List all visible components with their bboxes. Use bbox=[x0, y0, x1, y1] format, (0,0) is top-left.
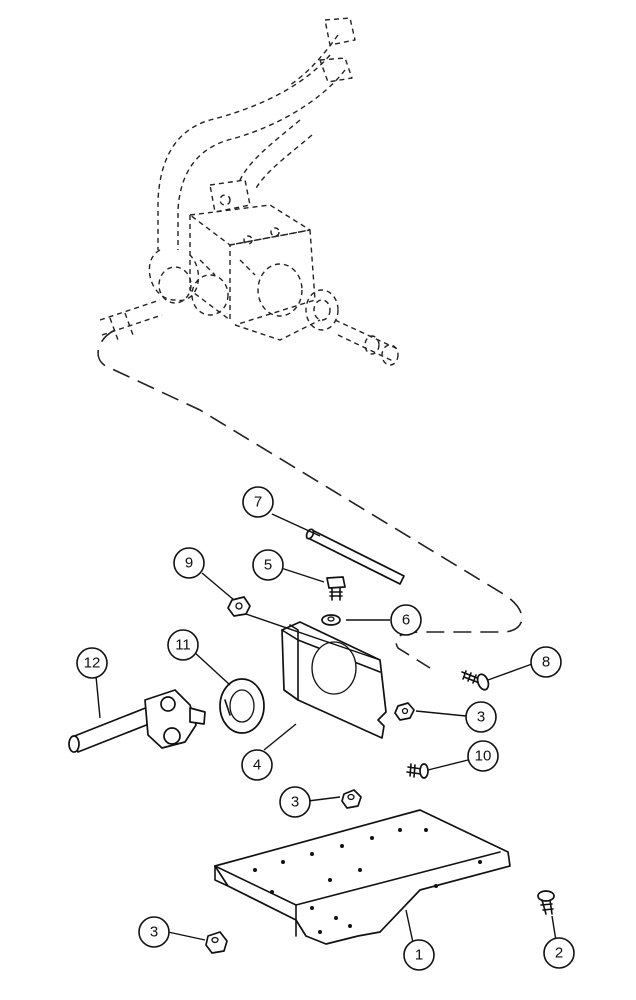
callout-9: 9 bbox=[173, 547, 205, 579]
svg-text:8: 8 bbox=[542, 654, 550, 671]
callout-4: 4 bbox=[241, 749, 273, 781]
part-nut-6 bbox=[321, 614, 341, 626]
part-nut-3b bbox=[341, 789, 362, 809]
svg-text:11: 11 bbox=[175, 637, 191, 654]
callout-3-upper: 3 bbox=[465, 701, 497, 733]
svg-text:4: 4 bbox=[253, 757, 261, 774]
part-nut-3a bbox=[394, 702, 415, 721]
svg-text:10: 10 bbox=[475, 748, 492, 765]
svg-text:1: 1 bbox=[415, 947, 423, 964]
part-bolt-2 bbox=[537, 890, 555, 915]
callout-10: 10 bbox=[467, 740, 499, 772]
part-bracket bbox=[214, 809, 511, 945]
svg-text:2: 2 bbox=[555, 945, 563, 962]
callout-7: 7 bbox=[242, 486, 274, 518]
part-nut-3c bbox=[205, 931, 228, 954]
svg-text:5: 5 bbox=[264, 557, 272, 574]
callout-6: 6 bbox=[390, 604, 422, 636]
part-nut-9 bbox=[227, 596, 251, 617]
part-bolt-10 bbox=[406, 763, 429, 779]
svg-text:9: 9 bbox=[185, 555, 193, 572]
callout-3-middle: 3 bbox=[279, 786, 311, 818]
svg-text:6: 6 bbox=[402, 612, 410, 629]
phantom-outline bbox=[97, 329, 523, 669]
callout-1: 1 bbox=[403, 939, 435, 971]
svg-text:3: 3 bbox=[291, 794, 299, 811]
callout-5: 5 bbox=[252, 549, 284, 581]
callout-12: 12 bbox=[76, 647, 108, 679]
part-bolt-8 bbox=[461, 670, 490, 691]
callout-3-lower: 3 bbox=[138, 916, 170, 948]
part-plate bbox=[281, 621, 387, 739]
callout-11: 11 bbox=[167, 629, 199, 661]
callout-8: 8 bbox=[530, 646, 562, 678]
svg-text:3: 3 bbox=[150, 924, 158, 941]
part-bolt-5 bbox=[326, 576, 346, 601]
part-universal-joint-shaft bbox=[68, 689, 206, 753]
leader-lines bbox=[95, 513, 558, 953]
phantom-gearbox bbox=[99, 17, 401, 366]
part-rod bbox=[305, 528, 405, 585]
part-washer bbox=[219, 678, 265, 734]
callout-2: 2 bbox=[543, 937, 575, 969]
svg-text:3: 3 bbox=[477, 709, 485, 726]
svg-text:12: 12 bbox=[84, 655, 101, 672]
svg-text:7: 7 bbox=[254, 494, 262, 511]
